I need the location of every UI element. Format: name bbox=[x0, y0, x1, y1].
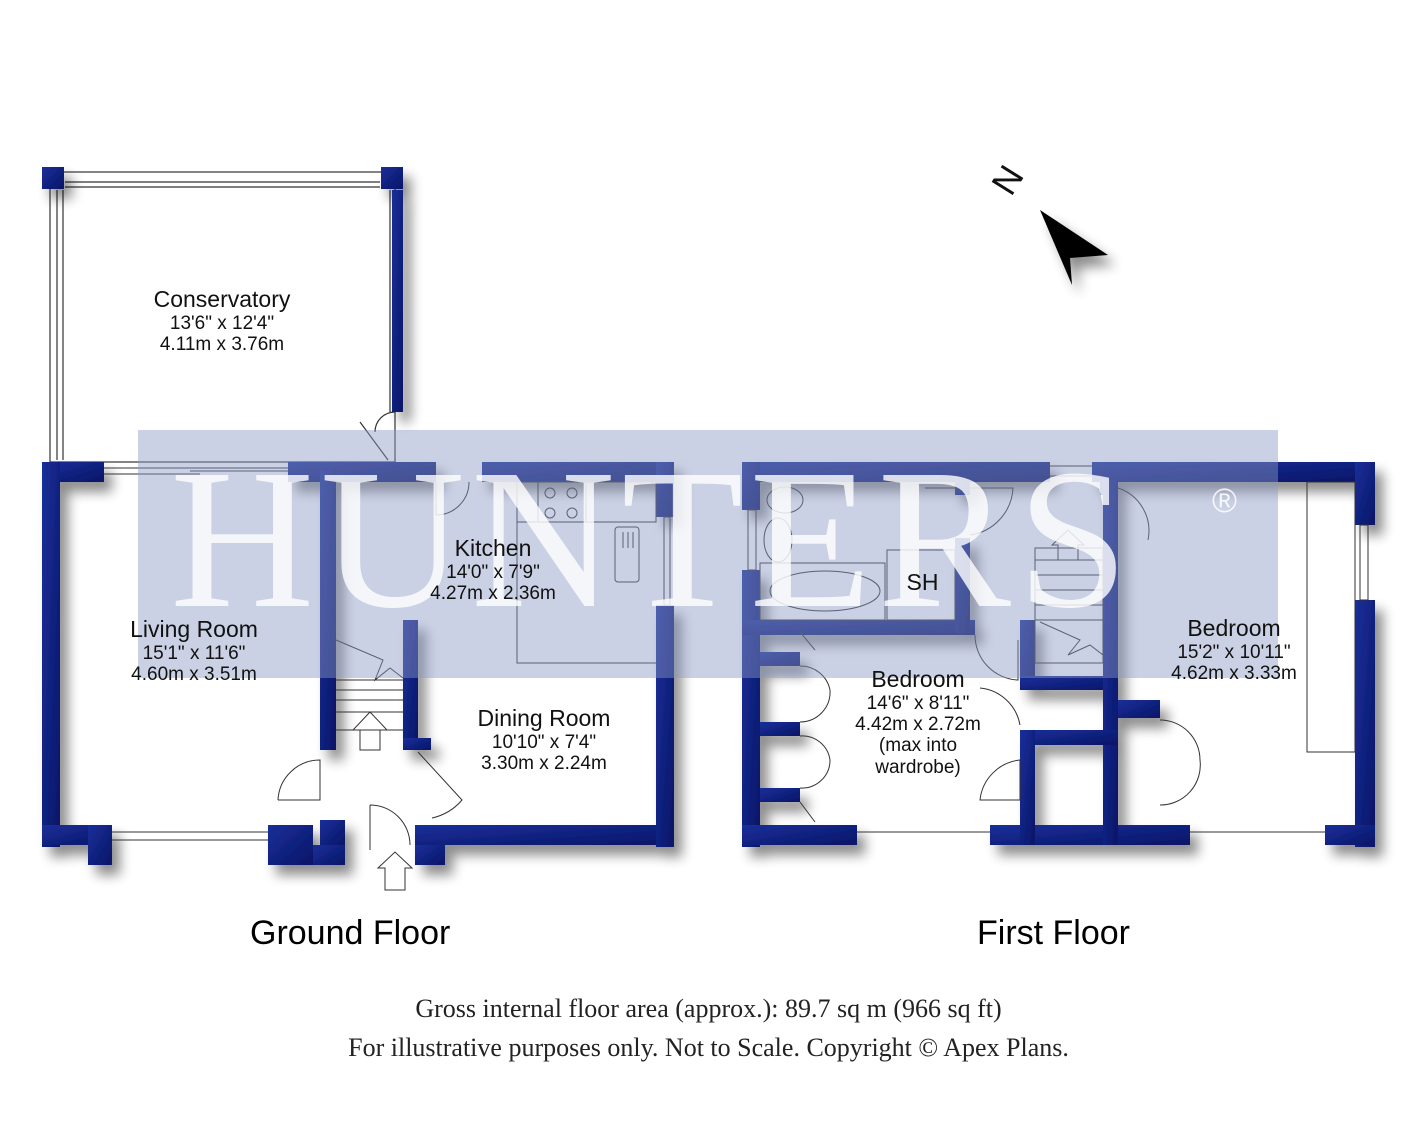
room-imperial: 10'10" x 7'4" bbox=[491, 731, 597, 753]
ground-floor-title: Ground Floor bbox=[250, 914, 451, 952]
registered-mark: ® bbox=[1212, 482, 1238, 520]
room-imperial: 14'6" x 8'11" bbox=[866, 692, 970, 714]
room-living-room: Living Room 15'1" x 11'6" 4.60m x 3.51m bbox=[94, 616, 294, 686]
room-imperial: 14'0" x 7'9" bbox=[446, 561, 540, 583]
room-metric: 4.11m x 3.76m bbox=[159, 334, 285, 356]
north-arrow-icon bbox=[1040, 210, 1108, 285]
room-bedroom-2: Bedroom 15'2" x 10'11" 4.62m x 3.33m bbox=[1134, 615, 1334, 685]
first-floor-title: First Floor bbox=[977, 914, 1130, 952]
room-dining-room: Dining Room 10'10" x 7'4" 3.30m x 2.24m bbox=[444, 705, 644, 775]
room-name: Conservatory bbox=[153, 286, 291, 312]
room-name: Living Room bbox=[130, 616, 258, 642]
room-metric: 4.60m x 3.51m bbox=[131, 664, 257, 686]
floor-area-text: Gross internal floor area (approx.): 89.… bbox=[415, 994, 1002, 1023]
first-floor-walls bbox=[742, 462, 1375, 847]
shower-label: SH bbox=[906, 569, 939, 595]
room-name: Kitchen bbox=[454, 535, 532, 561]
watermark-band bbox=[138, 430, 1278, 678]
room-name: Bedroom bbox=[871, 666, 965, 692]
room-metric: 4.42m x 2.72m bbox=[855, 714, 981, 736]
room-name: Dining Room bbox=[477, 705, 611, 731]
conservatory-frame bbox=[49, 171, 397, 463]
room-bedroom-1: Bedroom 14'6" x 8'11" 4.42m x 2.72m (max… bbox=[818, 666, 1018, 778]
room-imperial: 13'6" x 12'4" bbox=[169, 312, 275, 334]
room-name: Bedroom bbox=[1187, 615, 1281, 641]
room-imperial: 15'2" x 10'11" bbox=[1177, 641, 1291, 663]
room-imperial: 15'1" x 11'6" bbox=[142, 642, 246, 664]
first-floor-fixtures bbox=[747, 465, 1369, 833]
disclaimer-text: For illustrative purposes only. Not to S… bbox=[348, 1033, 1069, 1062]
ground-floor-walls bbox=[42, 462, 674, 865]
room-kitchen: Kitchen 14'0" x 7'9" 4.27m x 2.36m bbox=[393, 535, 593, 605]
room-note: (max into wardrobe) bbox=[875, 735, 961, 778]
ground-floor-fixtures bbox=[104, 467, 671, 891]
watermark-logo: HUNTERS bbox=[170, 429, 1135, 650]
room-metric: 4.62m x 3.33m bbox=[1171, 663, 1297, 685]
room-metric: 4.27m x 2.36m bbox=[430, 583, 556, 605]
room-metric: 3.30m x 2.24m bbox=[481, 753, 607, 775]
room-conservatory: Conservatory 13'6" x 12'4" 4.11m x 3.76m bbox=[122, 286, 322, 356]
